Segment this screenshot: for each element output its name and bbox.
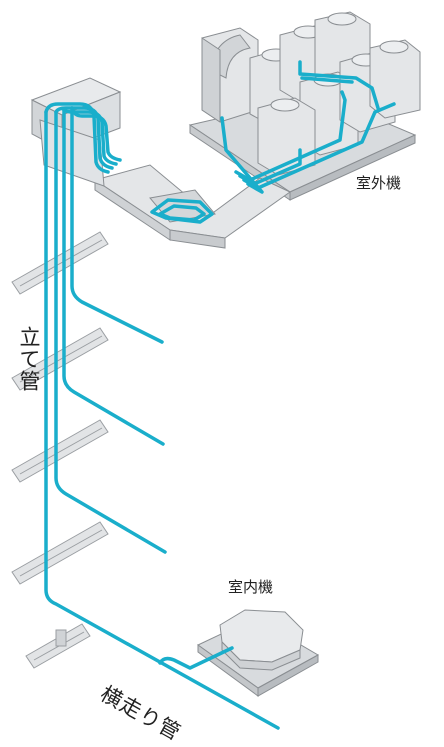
outdoor-unit xyxy=(369,39,421,119)
riser-pipe-label: 立て管 xyxy=(17,326,41,392)
roof-pipe xyxy=(158,204,206,222)
indoor-unit-label: 室内機 xyxy=(228,578,274,596)
floor-slab xyxy=(25,623,91,669)
roof-pipe xyxy=(220,116,264,194)
refrigerant-pipes xyxy=(44,60,396,730)
roof-pipe xyxy=(300,76,354,84)
outdoor-unit-label: 室外機 xyxy=(356,174,402,192)
riser-pipe-branch xyxy=(54,110,167,554)
roof-pipe xyxy=(70,106,122,162)
indoor-unit xyxy=(197,609,320,697)
floor-slab xyxy=(11,521,109,585)
floor-slab xyxy=(11,231,109,295)
riser-pipe-branch xyxy=(62,108,165,446)
roof-pipe xyxy=(298,60,380,110)
floor-slab xyxy=(11,327,109,391)
outdoor-units xyxy=(201,11,421,176)
floor-slabs xyxy=(11,231,109,669)
riser-pipe-branch xyxy=(70,106,164,344)
floor-slab xyxy=(11,419,109,483)
roof-pipe xyxy=(54,106,114,170)
roof-pipe xyxy=(62,108,118,166)
indoor-unit-branch-pipe xyxy=(158,646,234,670)
riser-pipe-main xyxy=(44,110,280,730)
